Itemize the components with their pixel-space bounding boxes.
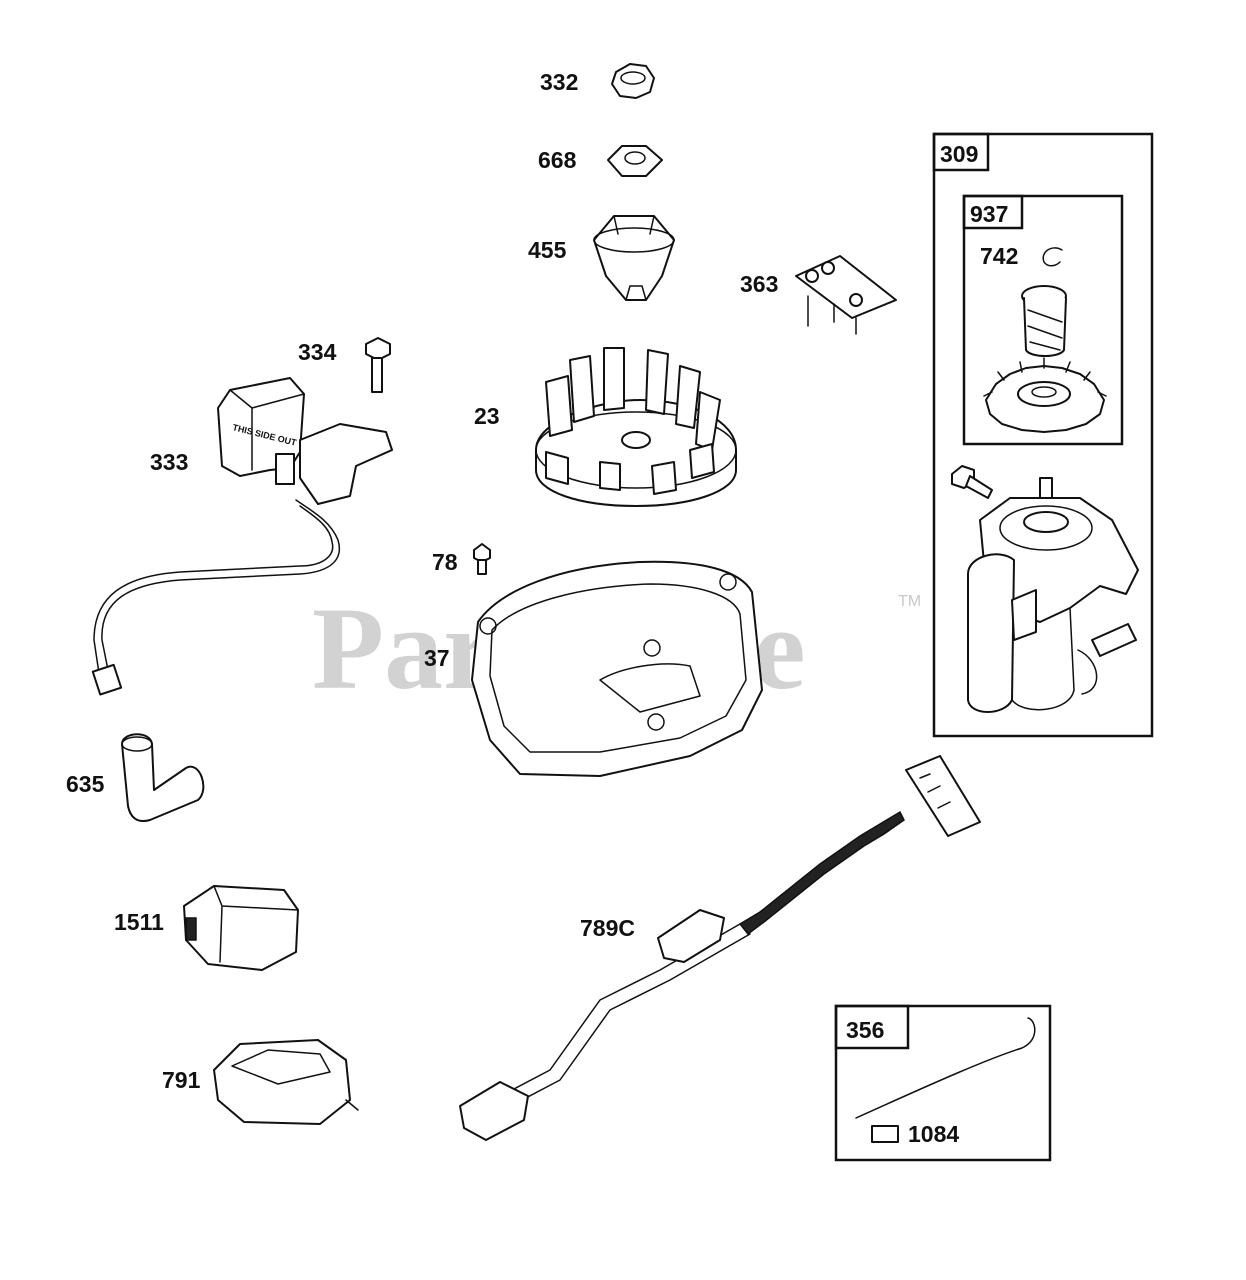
label-742[interactable]: 742 bbox=[980, 243, 1018, 269]
part-23-flywheel[interactable] bbox=[535, 347, 737, 507]
starter-bolt[interactable] bbox=[951, 465, 993, 499]
label-334[interactable]: 334 bbox=[298, 339, 337, 365]
part-1511-battery[interactable] bbox=[183, 885, 299, 971]
kit-356-box[interactable] bbox=[834, 1004, 1052, 1162]
label-37[interactable]: 37 bbox=[424, 645, 450, 671]
part-668-washer[interactable] bbox=[607, 145, 663, 177]
part-37-blower-housing[interactable] bbox=[471, 560, 763, 777]
part-742-clip[interactable] bbox=[1042, 247, 1063, 267]
label-78[interactable]: 78 bbox=[432, 549, 458, 575]
watermark-trademark: TM bbox=[898, 593, 921, 610]
kit-937-box[interactable] bbox=[962, 194, 1124, 446]
coil-wire[interactable] bbox=[91, 499, 341, 696]
kit-309-box[interactable] bbox=[932, 132, 1154, 738]
part-363-bracket[interactable] bbox=[795, 255, 897, 335]
label-333[interactable]: 333 bbox=[150, 449, 188, 475]
part-791-charger[interactable] bbox=[213, 1039, 359, 1125]
label-1511[interactable]: 1511 bbox=[114, 909, 164, 935]
label-635[interactable]: 635 bbox=[66, 771, 105, 797]
part-332-hex-nut[interactable] bbox=[611, 63, 655, 99]
starter-gear[interactable] bbox=[983, 357, 1107, 433]
label-356[interactable]: 356 bbox=[846, 1017, 884, 1043]
part-455-cup[interactable] bbox=[593, 215, 675, 301]
label-332[interactable]: 332 bbox=[540, 69, 578, 95]
label-789C[interactable]: 789C bbox=[580, 915, 635, 941]
starter-pinion[interactable] bbox=[1021, 285, 1067, 357]
label-363[interactable]: 363 bbox=[740, 271, 778, 297]
label-23[interactable]: 23 bbox=[474, 403, 500, 429]
label-668[interactable]: 668 bbox=[538, 147, 577, 173]
part-334-bolt[interactable] bbox=[365, 337, 391, 393]
label-937[interactable]: 937 bbox=[970, 201, 1008, 227]
label-455[interactable]: 455 bbox=[528, 237, 567, 263]
label-1084[interactable]: 1084 bbox=[908, 1121, 959, 1147]
part-635-spark-plug-boot[interactable] bbox=[121, 733, 205, 822]
part-78-screw[interactable] bbox=[473, 543, 491, 575]
starter-motor[interactable] bbox=[967, 477, 1139, 713]
part-333-ignition-coil[interactable]: THIS SIDE OUT bbox=[217, 377, 393, 505]
label-309[interactable]: 309 bbox=[940, 141, 978, 167]
part-789C-wire-harness[interactable] bbox=[459, 755, 981, 1141]
label-791[interactable]: 791 bbox=[162, 1067, 201, 1093]
